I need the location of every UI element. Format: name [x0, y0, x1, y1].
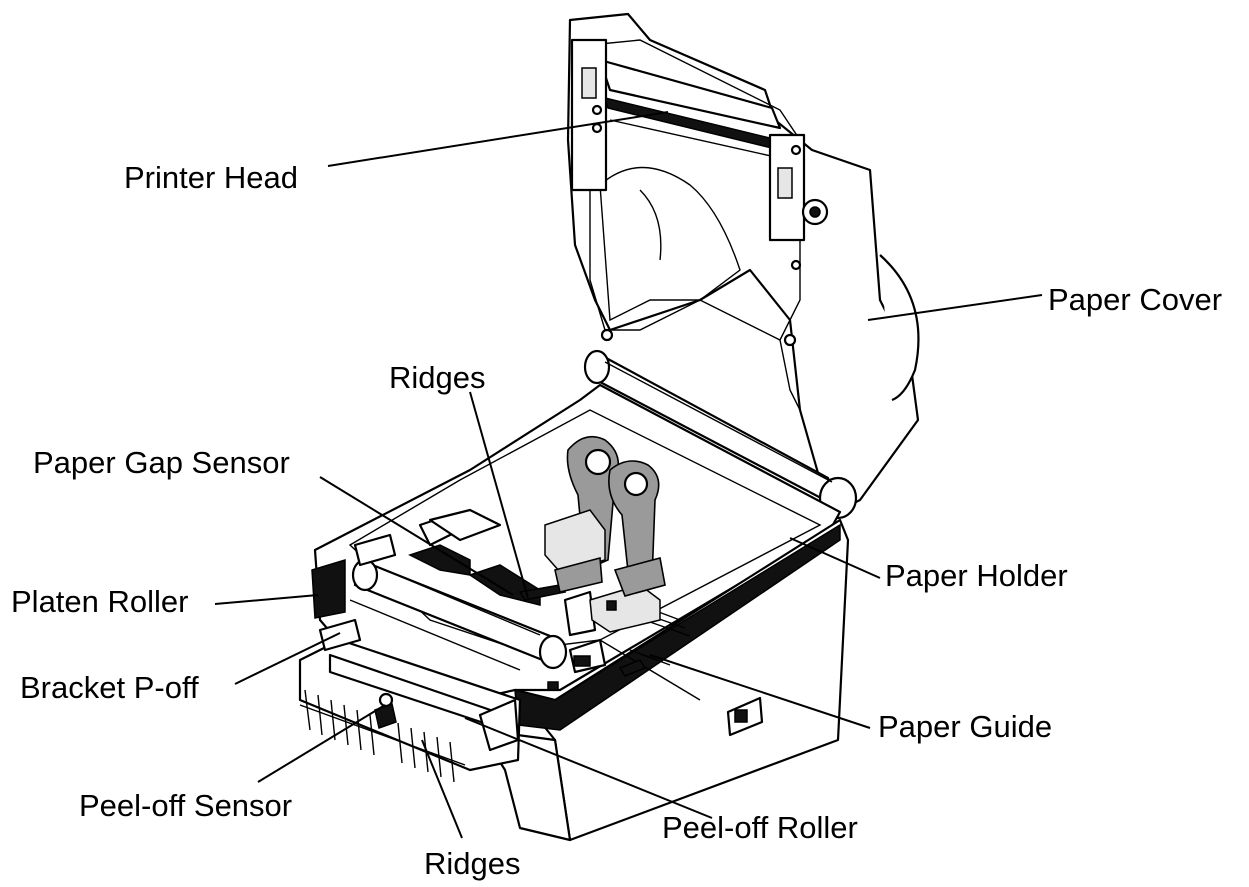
label-paper-guide: Paper Guide	[878, 709, 1052, 744]
leader-paper-holder	[789, 537, 881, 579]
label-paper-gap-sensor: Paper Gap Sensor	[33, 445, 290, 480]
paper-holder-part	[544, 435, 666, 633]
leader-paper-cover	[867, 294, 1043, 321]
label-platen-roller: Platen Roller	[11, 584, 188, 619]
leader-paper-gap-sensor	[319, 476, 514, 596]
leader-platen-roller	[214, 594, 319, 605]
leader-printer-head	[327, 111, 669, 167]
leader-peel-off-roller	[464, 717, 713, 819]
leader-ridges-top	[469, 391, 529, 599]
label-printer-head: Printer Head	[124, 160, 298, 195]
paper-cover-part	[566, 12, 920, 512]
label-peel-off-roller: Peel-off Roller	[662, 810, 858, 845]
leader-lines	[214, 111, 1043, 839]
label-peel-off-sensor: Peel-off Sensor	[79, 788, 292, 823]
label-bracket-poff: Bracket P-off	[20, 670, 199, 705]
label-ridges-top: Ridges	[389, 360, 486, 395]
leader-paper-guide	[649, 654, 871, 729]
label-paper-cover: Paper Cover	[1048, 282, 1222, 317]
label-ridges-bottom: Ridges	[424, 846, 521, 881]
leader-ridges-bottom	[421, 739, 463, 839]
label-paper-holder: Paper Holder	[885, 558, 1068, 593]
leader-peel-off-sensor	[257, 704, 386, 783]
callout-labels: Printer Head Paper Cover Ridges Paper Ga…	[11, 160, 1222, 881]
peel-off-assembly	[298, 618, 522, 783]
leader-bracket-poff	[234, 632, 341, 685]
